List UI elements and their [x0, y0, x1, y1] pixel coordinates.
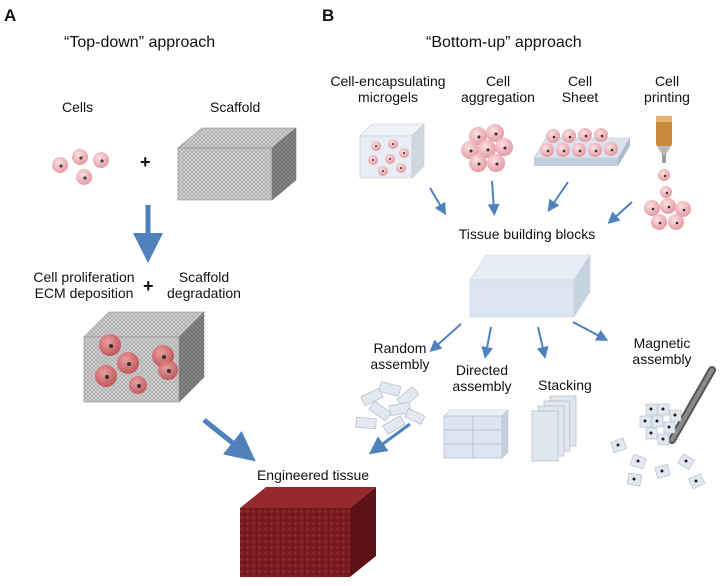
random-assembly-line-2: assembly [370, 356, 430, 372]
loose-cells [52, 149, 109, 185]
plus-sign-bottom: + [143, 276, 154, 296]
cells-label: Cells [62, 99, 94, 115]
random-assembly-blocks [355, 381, 426, 435]
directed-assembly-line-2: assembly [452, 378, 512, 394]
bottom-up-heading: “Bottom-up” approach [426, 34, 582, 51]
plus-sign-top: + [140, 152, 151, 172]
magnetic-assembly-line-2: assembly [632, 351, 692, 367]
scaffold-label: Scaffold [210, 99, 261, 115]
directed-assembly-label: Directed assembly [442, 362, 522, 394]
panel-label-b: B [322, 6, 335, 25]
arrows-to-assembly [429, 321, 609, 359]
proliferation-line-1: Cell proliferation [33, 269, 135, 285]
method-sheet-label: Cell Sheet [552, 73, 608, 105]
stacking-label: Stacking [528, 377, 602, 393]
stacked-blocks [531, 395, 577, 462]
arrows-to-building-blocks [429, 180, 633, 225]
method-microgels-label: Cell-encapsulating microgels [322, 73, 454, 105]
top-down-heading: “Top-down” approach [64, 34, 216, 51]
panel-label-a: A [4, 6, 17, 25]
method-sheet-line-1: Cell [567, 73, 593, 89]
method-microgels-line-2: microgels [358, 89, 418, 105]
method-printing-line-1: Cell [654, 73, 680, 89]
cell-printer [644, 116, 691, 230]
magnetic-assembly-line-1: Magnetic [633, 335, 691, 351]
method-microgels-line-1: Cell-encapsulating [330, 73, 446, 89]
arrow-to-tissue-right [368, 422, 411, 455]
method-aggregation-line-1: Cell [485, 73, 511, 89]
directed-assembly-line-1: Directed [455, 362, 509, 378]
random-assembly-line-1: Random [373, 340, 427, 356]
building-block [469, 253, 591, 319]
building-blocks-label: Tissue building blocks [458, 226, 596, 242]
degradation-line-2: degradation [167, 285, 241, 301]
method-aggregation-label: Cell aggregation [458, 73, 538, 105]
random-assembly-label: Random assembly [362, 340, 438, 372]
cell-aggregate [461, 124, 513, 172]
microgel-cube [359, 123, 425, 179]
scaffold-cube [177, 127, 297, 201]
method-sheet-line-2: Sheet [561, 89, 599, 105]
magnetic-assembly-label: Magnetic assembly [622, 335, 702, 367]
cell-sheet [533, 128, 631, 166]
stacking-line-1: Stacking [538, 377, 592, 393]
degradation-label: Scaffold degradation [158, 269, 250, 301]
degradation-line-1: Scaffold [178, 269, 230, 285]
method-printing-label: Cell printing [636, 73, 698, 105]
proliferation-line-2: ECM deposition [34, 285, 134, 301]
magnetic-assembly [610, 366, 716, 490]
engineered-tissue-label: Engineered tissue [256, 467, 370, 483]
arrow-to-tissue-left [202, 418, 256, 462]
engineered-tissue-block [240, 487, 376, 577]
method-printing-line-2: printing [644, 89, 690, 105]
method-aggregation-line-2: aggregation [461, 89, 535, 105]
directed-assembly-blocks [443, 409, 509, 459]
seeded-scaffold [83, 311, 205, 403]
proliferation-label: Cell proliferation ECM deposition [24, 269, 144, 301]
